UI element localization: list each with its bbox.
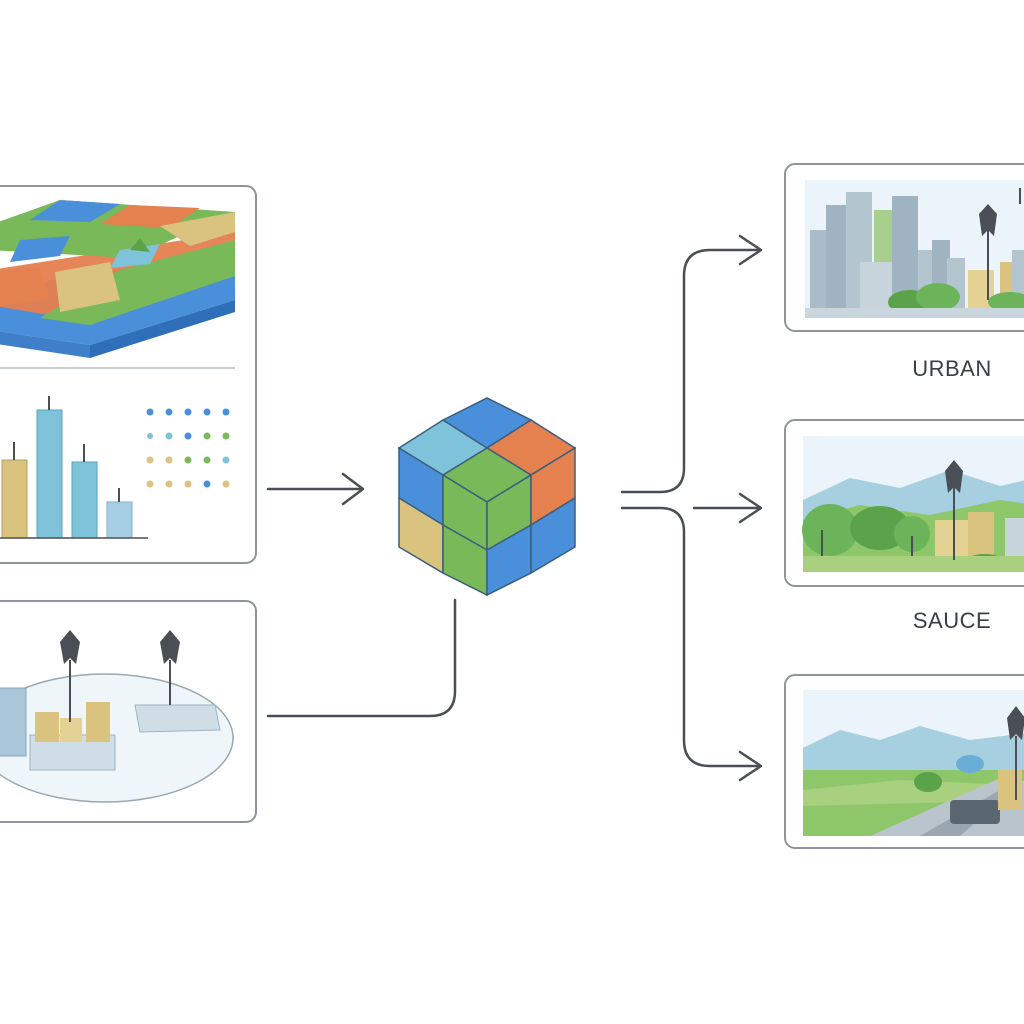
pinned-buildings-icon [0,630,234,803]
output-arrowhead-top [738,234,763,266]
output-connector-top [620,248,762,494]
output-panel-landscape [784,674,1024,849]
city-scene-icon [805,180,1024,318]
output-arrow-middle [692,492,763,524]
output-label-sauce: SAUCE [913,608,991,633]
countryside-scene-icon [802,436,1024,572]
input-connector-bottom [266,598,457,718]
output-connector-bottom [620,506,762,768]
input-panel-sites [0,600,257,823]
input-panel-map-chart [0,185,257,564]
output-panel-urban: URBAN [784,163,1024,381]
data-cube-icon [397,397,577,597]
output-panel-sauce: SAUCE [784,419,1024,633]
roadside-landscape-icon [803,690,1024,836]
bar-chart-icon [0,396,148,539]
input-arrow-top [266,472,365,506]
output-label-urban: URBAN [912,356,992,381]
output-arrowhead-bottom [738,750,763,782]
layered-terrain-map-icon [0,200,235,358]
dot-grid-icon [146,408,230,488]
